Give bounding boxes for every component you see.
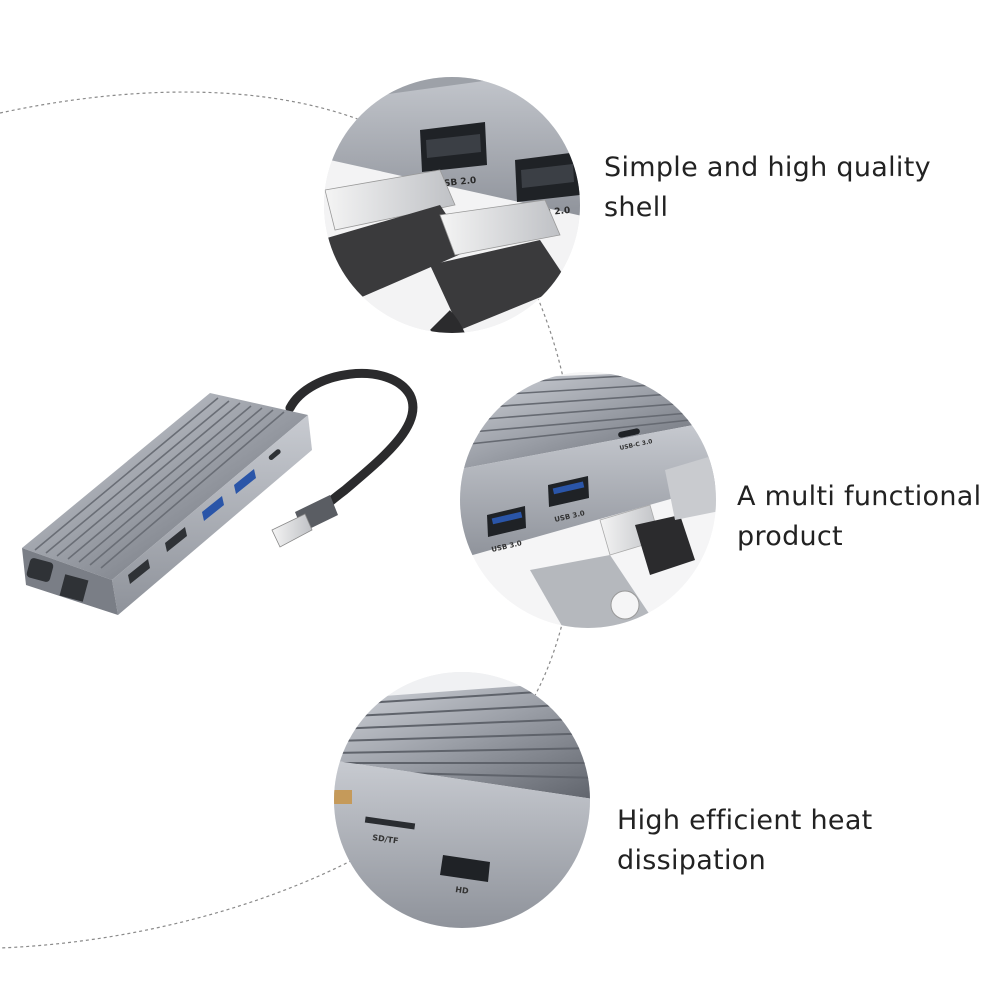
vga-port (26, 558, 54, 582)
detail-circle-shell: USB 2.0 USB 2.0 (324, 77, 580, 333)
feature-line: product (737, 521, 843, 552)
feature-line: shell (604, 192, 669, 223)
usbc-port (618, 428, 640, 438)
hub-usb3-port-b (234, 469, 256, 494)
feature-line: A multi functional (737, 481, 982, 512)
detail-circle-heat: SD/TF HD (334, 672, 590, 928)
hub-usb2-port-b (165, 527, 187, 552)
feature-text-multifunction: A multi functional product (737, 477, 981, 557)
usb-c-hub (22, 369, 418, 615)
usb-c-plug (271, 495, 338, 548)
hub-usbc-port (268, 449, 281, 461)
sd-card-slot (364, 816, 416, 830)
hub-top-shell (22, 393, 308, 580)
feature-line: Simple and high quality (604, 152, 931, 183)
usb-plug-side (665, 455, 716, 520)
feature-line: dissipation (617, 845, 766, 876)
hub-usb3-port-a (202, 496, 224, 521)
detail-circle-multifunction: USB 3.0 USB 3.0 USB-C 3.0 (460, 372, 716, 628)
hdmi-label: HD (455, 885, 470, 896)
card-slot-label: SD/TF (372, 833, 399, 846)
ethernet-port (59, 574, 89, 602)
usb-flash-drive (530, 555, 650, 628)
hub-front-face (112, 415, 312, 615)
feature-line: High efficient heat (617, 805, 873, 836)
feature-text-heat: High efficient heat dissipation (617, 801, 873, 881)
feature-text-shell: Simple and high quality shell (604, 148, 931, 228)
usb-receiver (599, 504, 695, 575)
heatsink-fins (34, 397, 285, 569)
usb-plug-right (429, 199, 570, 333)
hub-usb2-port-a (128, 559, 150, 584)
hdmi-port (440, 855, 490, 882)
hub-front-ports (128, 449, 281, 584)
